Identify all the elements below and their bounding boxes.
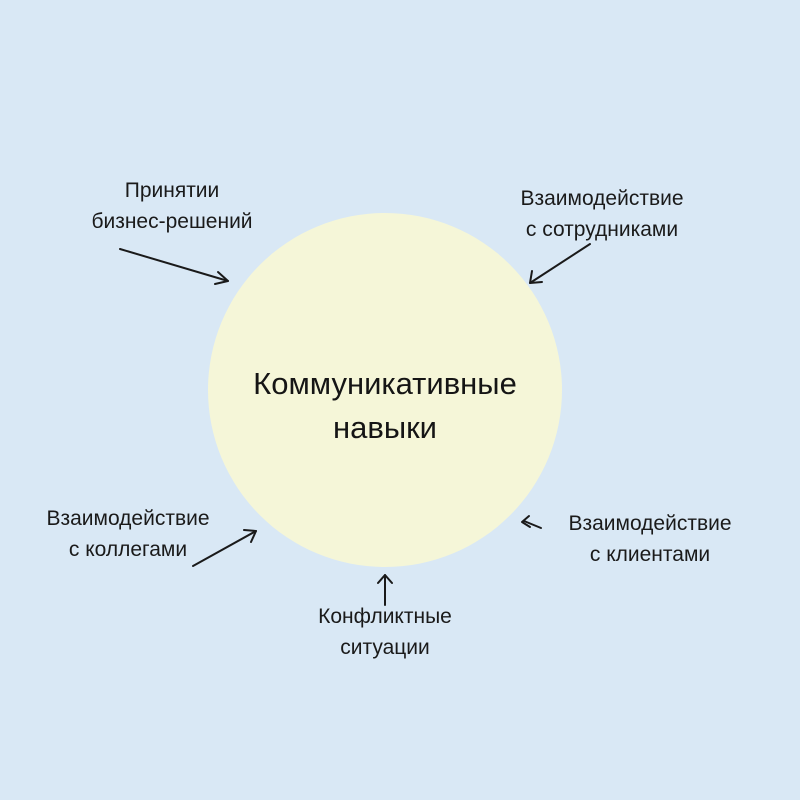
node-label-line1: Взаимодействие (568, 512, 732, 535)
node-conflicts: Конфликтные ситуации (285, 601, 485, 663)
node-label-line2: бизнес-решений (91, 210, 253, 233)
node-label-line2: ситуации (340, 636, 430, 659)
node-business-decisions: Принятии бизнес-решений (72, 175, 272, 237)
node-employees: Взаимодействие с сотрудниками (502, 183, 702, 245)
node-label-line2: с коллегами (68, 538, 188, 561)
node-colleagues: Взаимодействие с коллегами (28, 503, 228, 565)
node-label-line2: с сотрудниками (525, 218, 679, 241)
node-label-line1: Взаимодействие (520, 187, 684, 210)
node-label-line1: Принятии (124, 179, 220, 202)
central-concept-line1: Коммуникативные (253, 366, 517, 401)
central-circle (208, 213, 562, 567)
central-concept: Коммуникативные навыки (185, 362, 585, 450)
arrow-employees-icon (529, 243, 591, 284)
node-label-line1: Взаимодействие (46, 507, 210, 530)
node-clients: Взаимодействие с клиентами (550, 508, 750, 570)
node-label-line2: с клиентами (589, 543, 711, 566)
arrow-clients-icon (521, 515, 542, 529)
central-concept-line2: навыки (333, 410, 437, 445)
node-label-line1: Конфликтные (318, 605, 452, 628)
arrow-business-decisions-icon (119, 248, 229, 285)
